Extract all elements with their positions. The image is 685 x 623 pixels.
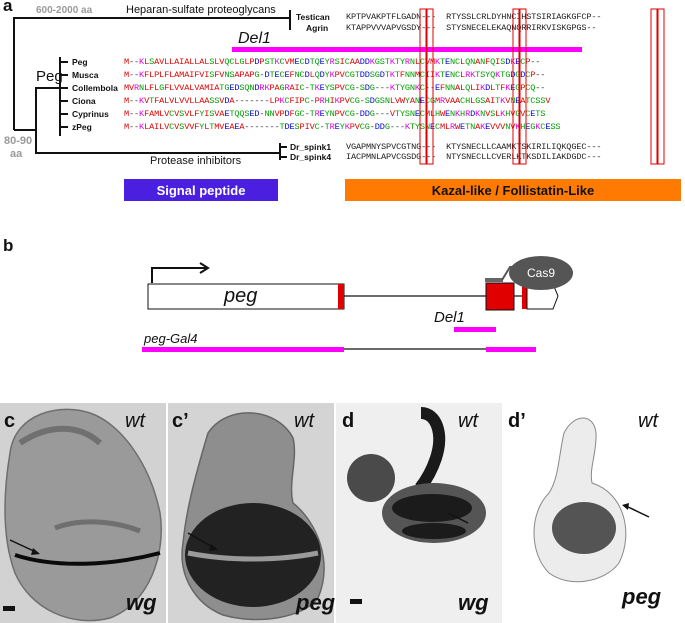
- seq-musca: M--KFLPLFLAMAIFVISFVNSAPAPG-DTECEFNCDLQD…: [124, 70, 546, 80]
- signal-peptide-label: Signal peptide: [156, 182, 246, 198]
- genotype-c: wt: [125, 410, 145, 432]
- seq-agrin: KTAPPVVVAPVGSDY--- STYSNECELEKAQNQRRIRKV…: [346, 23, 597, 33]
- tree-bottom-unit: aa: [10, 148, 23, 160]
- cysteine-column-boxes: [419, 8, 665, 165]
- seq-name-zpeg: zPeg: [72, 122, 92, 132]
- cas9-ellipse: Cas9: [509, 256, 573, 290]
- seq-dr-spink4: IACPMNLAPVCGSDG--- NTYSNECLLCVERLKTKSDIL…: [346, 152, 602, 162]
- photo-c-prime: [168, 403, 334, 623]
- seq-name-testican: Testican: [296, 12, 330, 22]
- gal4-bar-right: [486, 347, 536, 352]
- exon-1-coding: [338, 284, 344, 309]
- tree-bottom-range: 80-90: [4, 135, 33, 147]
- gal4-label: peg-Gal4: [144, 331, 198, 346]
- panel-label-c-prime: c’: [172, 410, 189, 432]
- seq-name-collembola: Collembola: [72, 83, 118, 93]
- seq-name-ciona: Ciona: [72, 96, 96, 106]
- gene-d: wg: [458, 590, 489, 615]
- seq-zpeg: M--KLAILVCVSVVFYLTMVEAEA-------TDESPIVC-…: [124, 122, 561, 132]
- kazal-label: Kazal-like / Follistatin-Like: [431, 182, 595, 198]
- hspg-label: Heparan-sulfate proteoglycans: [126, 4, 276, 16]
- panel-label-d: d: [342, 410, 355, 432]
- protease-inhibitors-label: Protease inhibitors: [150, 155, 242, 167]
- del1-label-top: Del1: [238, 30, 271, 47]
- wing-disc-d: [347, 407, 486, 604]
- wing-disc-c-prime: [181, 412, 325, 621]
- gene-d-prime: peg: [622, 584, 662, 609]
- seq-name-peg: Peg: [72, 57, 88, 67]
- signal-peptide-bar: Signal peptide: [124, 179, 278, 201]
- seq-peg: M--KLSAVLLAIALLALSLVQCLGLPDPSTKCVMECDTQE…: [124, 57, 541, 67]
- gene-name-peg: peg: [224, 285, 258, 307]
- seq-name-agrin: Agrin: [306, 23, 329, 33]
- seq-dr-spink1: VGAPMNYSPVCGTNG--- KTYSNECLLCAAMKTSKIRIL…: [346, 142, 602, 152]
- exon-3-coding: [522, 284, 527, 309]
- photo-d-prime: [504, 403, 685, 623]
- panel-label-a: a: [3, 0, 13, 15]
- del1-bar-b: [454, 327, 496, 332]
- phylogenetic-tree: [13, 10, 291, 160]
- gene-model: [142, 262, 559, 352]
- gene-c-prime: peg: [296, 590, 336, 615]
- genotype-c-prime: wt: [294, 410, 314, 432]
- tree-top-range: 600-2000 aa: [36, 5, 93, 16]
- gal4-bar-left: [142, 347, 344, 352]
- exon-1: [147, 283, 345, 310]
- promoter-arrow-icon: [151, 267, 206, 283]
- seq-name-cyprinus: Cyprinus: [72, 109, 109, 119]
- seq-name-dr-spink1: Dr_spink1: [290, 142, 332, 152]
- wing-disc-c: [3, 408, 162, 622]
- genotype-d-prime: wt: [638, 410, 658, 432]
- panel-label-c: c: [4, 410, 16, 432]
- gene-c: wg: [126, 590, 157, 615]
- seq-cyprinus: M--KFAMLVCVSVLFYISVAETQQSED-NNVPDFGC-TRE…: [124, 109, 546, 119]
- genotype-d: wt: [458, 410, 478, 432]
- seq-name-dr-spink4: Dr_spink4: [290, 152, 332, 162]
- panel-label-d-prime: d’: [508, 410, 526, 432]
- cas9-label: Cas9: [526, 266, 555, 280]
- seq-name-musca: Musca: [72, 70, 99, 80]
- peg-group-label: Peg: [36, 68, 63, 85]
- photo-d: [336, 403, 502, 623]
- del1-bar-top: [232, 47, 582, 52]
- wing-disc-d-prime: [533, 417, 650, 583]
- seq-collembola: MVRNLFLGFLVVALVAMIATGEDSQNDRKPAGRAIC-TKE…: [124, 83, 546, 93]
- del1-label-b: Del1: [434, 309, 465, 326]
- exon-2: [485, 282, 515, 311]
- panel-label-b: b: [3, 236, 14, 255]
- kazal-bar: Kazal-like / Follistatin-Like: [345, 179, 681, 201]
- photo-c: [0, 403, 166, 623]
- seq-testican: KPTPVAKPTFLGADN--- RTYSSLCRLDYHNCIHSTSIR…: [346, 12, 602, 22]
